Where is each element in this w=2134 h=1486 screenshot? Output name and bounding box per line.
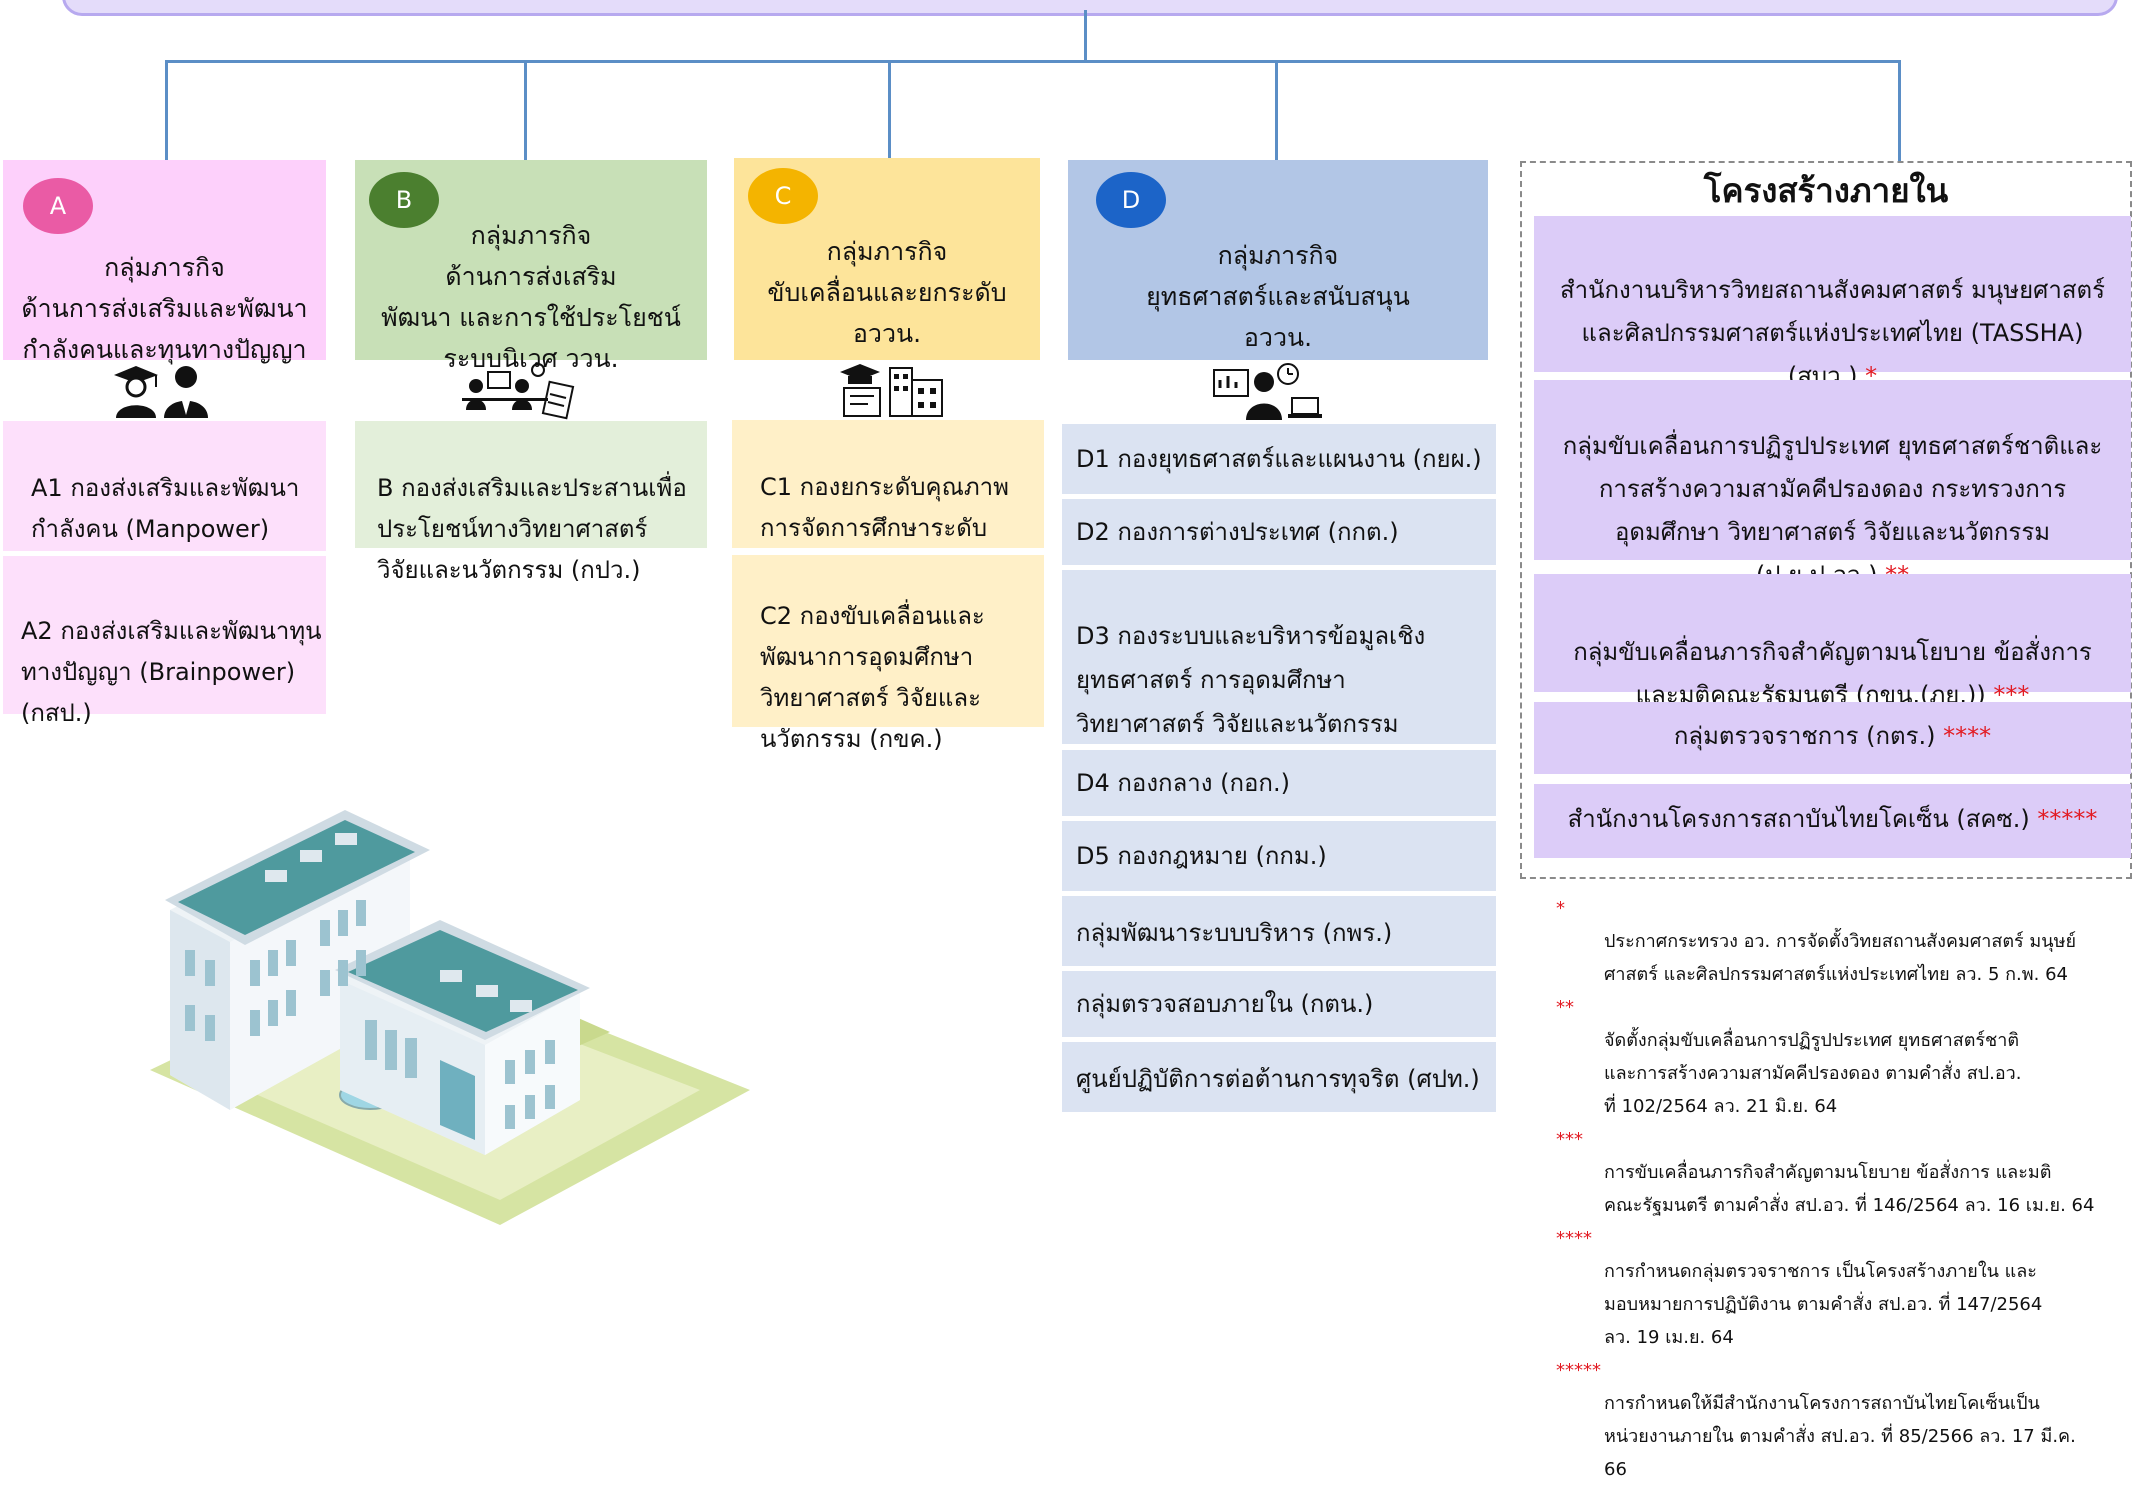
- footnote-4-text: การกำหนดกลุ่มตรวจราชการ เป็นโครงสร้างภาย…: [1604, 1261, 2043, 1348]
- unit-d5-label: D5 กองกฎหมาย (กกม.): [1076, 842, 1327, 870]
- unit-d5: D5 กองกฎหมาย (กกม.): [1062, 821, 1496, 891]
- unit-d2: D2 กองการต่างประเทศ (กกต.): [1062, 499, 1496, 565]
- footnote-5-mark: *****: [1556, 1360, 1601, 1381]
- group-c-title: กลุ่มภารกิจ ขับเคลื่อนและยกระดับ อววน.: [767, 237, 1007, 348]
- internal-item-ktr-mark: ****: [1943, 722, 1992, 750]
- unit-kpr-label: กลุ่มพัฒนาระบบบริหาร (กพร.): [1076, 919, 1393, 947]
- group-a-header: กลุ่มภารกิจ ด้านการส่งเสริมและพัฒนา กำลั…: [3, 160, 326, 364]
- footnote-5-text: การกำหนดให้มีสำนักงานโครงการสถาบันไทยโคเ…: [1604, 1393, 2076, 1480]
- unit-a2: A2 กองส่งเสริมและพัฒนาทุน ทางปัญญา (Brai…: [3, 556, 326, 727]
- group-b-badge: B: [369, 172, 439, 228]
- group-d-badge: D: [1096, 172, 1166, 228]
- unit-d1-label: D1 กองยุทธศาสตร์และแผนงาน (กยผ.): [1076, 445, 1482, 473]
- internal-item-pyp-text: กลุ่มขับเคลื่อนการปฏิรูปประเทศ ยุทธศาสตร…: [1562, 432, 2103, 589]
- unit-kpr: กลุ่มพัฒนาระบบบริหาร (กพร.): [1062, 896, 1496, 966]
- footnote-1: * ประกาศกระทรวง อว. การจัดตั้งวิทยสถานสัง…: [1556, 892, 2096, 991]
- unit-spt: ศูนย์ปฏิบัติการต่อต้านการทุจริต (ศปท.): [1062, 1042, 1496, 1112]
- unit-spt-label: ศูนย์ปฏิบัติการต่อต้านการทุจริต (ศปท.): [1076, 1065, 1480, 1093]
- top-header-bar: [62, 0, 2118, 16]
- unit-d4: D4 กองกลาง (กอก.): [1062, 750, 1496, 816]
- teamwork-icon: [462, 363, 575, 420]
- connector-a: [165, 60, 168, 160]
- internal-item-kosen: สำนักงานโครงการสถาบันไทยโคเซ็น (สคซ.) **…: [1534, 784, 2131, 858]
- connector-d: [1275, 60, 1278, 160]
- graduate-businessman-icon: [114, 366, 208, 418]
- footnote-1-mark: *: [1556, 898, 1565, 919]
- unit-b: B กองส่งเสริมและประสานเพื่อ ประโยชน์ทางว…: [355, 421, 707, 584]
- internal-structure-frame: [1520, 161, 2132, 879]
- unit-a1: A1 กองส่งเสริมและพัฒนา กำลังคน (Manpower…: [3, 421, 326, 584]
- internal-item-kosen-mark: *****: [2037, 805, 2098, 833]
- footnote-4: **** การกำหนดกลุ่มตรวจราชการ เป็นโครงสร้า…: [1556, 1222, 2096, 1354]
- footnote-1-text: ประกาศกระทรวง อว. การจัดตั้งวิทยสถานสังค…: [1604, 931, 2077, 985]
- internal-item-ktr: กลุ่มตรวจราชการ (กตร.) ****: [1534, 702, 2131, 774]
- group-b-header: กลุ่มภารกิจ ด้านการส่งเสริม พัฒนา และการ…: [355, 160, 707, 373]
- unit-d1: D1 กองยุทธศาสตร์และแผนงาน (กยผ.): [1062, 424, 1496, 494]
- footnote-5: *****การกำหนดให้มีสำนักงานโครงการสถาบันไ…: [1556, 1354, 2096, 1486]
- group-a-title: กลุ่มภารกิจ ด้านการส่งเสริมและพัฒนา กำลั…: [21, 253, 308, 364]
- footnote-4-mark: ****: [1556, 1228, 1592, 1249]
- group-d-title: กลุ่มภารกิจ ยุทธศาสตร์และสนับสนุน อววน.: [1146, 241, 1410, 352]
- footnote-3-text: การขับเคลื่อนภารกิจสำคัญตามนโยบาย ข้อสั่…: [1604, 1162, 2095, 1216]
- connector-c: [888, 60, 891, 160]
- internal-item-kosen-text: สำนักงานโครงการสถาบันไทยโคเซ็น (สคซ.): [1567, 805, 2038, 833]
- connector-internal: [1898, 60, 1901, 163]
- footnote-3: *** การขับเคลื่อนภารกิจสำคัญตามนโยบาย ข้อ…: [1556, 1123, 2096, 1222]
- unit-a2-label: A2 กองส่งเสริมและพัฒนาทุน ทางปัญญา (Brai…: [21, 617, 322, 727]
- footnotes: * ประกาศกระทรวง อว. การจัดตั้งวิทยสถานสัง…: [1556, 892, 2096, 1486]
- footnote-2-mark: **: [1556, 997, 1574, 1018]
- footnote-2: ** จัดตั้งกลุ่มขับเคลื่อนการปฏิรูปประเทศ …: [1556, 991, 2096, 1123]
- internal-item-tassha: สำนักงานบริหารวิทยสถานสังคมศาสตร์ มนุษยศ…: [1534, 216, 2131, 390]
- unit-b-label: B กองส่งเสริมและประสานเพื่อ ประโยชน์ทางว…: [377, 474, 687, 584]
- unit-c1: C1 กองยกระดับคุณภาพ การจัดการศึกษาระดับ …: [732, 420, 1044, 583]
- building-illustration: [150, 810, 750, 1225]
- connector-b: [524, 60, 527, 160]
- unit-ktn: กลุ่มตรวจสอบภายใน (กตน.): [1062, 971, 1496, 1037]
- connector-horizontal: [165, 60, 1901, 63]
- internal-structure-title: โครงสร้างภายใน: [1703, 171, 1949, 210]
- internal-item-ktr-text: กลุ่มตรวจราชการ (กตร.): [1673, 722, 1944, 750]
- internal-item-pyp: กลุ่มขับเคลื่อนการปฏิรูปประเทศ ยุทธศาสตร…: [1534, 380, 2131, 589]
- strategist-icon: [1213, 363, 1322, 420]
- unit-d3: D3 กองระบบและบริหารข้อมูลเชิง ยุทธศาสตร์…: [1062, 570, 1496, 782]
- group-a-badge: A: [23, 178, 93, 234]
- unit-c2-label: C2 กองขับเคลื่อนและ พัฒนาการอุดมศึกษา วิ…: [760, 602, 985, 753]
- footnote-3-mark: ***: [1556, 1129, 1583, 1150]
- connector-trunk: [1084, 10, 1087, 62]
- unit-d2-label: D2 กองการต่างประเทศ (กกต.): [1076, 518, 1399, 546]
- unit-d4-label: D4 กองกลาง (กอก.): [1076, 769, 1290, 797]
- group-c-badge: C: [748, 168, 818, 224]
- unit-c2: C2 กองขับเคลื่อนและ พัฒนาการอุดมศึกษา วิ…: [732, 555, 1044, 753]
- education-building-icon: [840, 364, 943, 417]
- unit-ktn-label: กลุ่มตรวจสอบภายใน (กตน.): [1076, 990, 1374, 1018]
- internal-item-kkn: กลุ่มขับเคลื่อนภารกิจสำคัญตามนโยบาย ข้อส…: [1534, 574, 2131, 709]
- footnote-2-text: จัดตั้งกลุ่มขับเคลื่อนการปฏิรูปประเทศ ยุ…: [1604, 1030, 2022, 1117]
- group-b-title: กลุ่มภารกิจ ด้านการส่งเสริม พัฒนา และการ…: [381, 221, 681, 373]
